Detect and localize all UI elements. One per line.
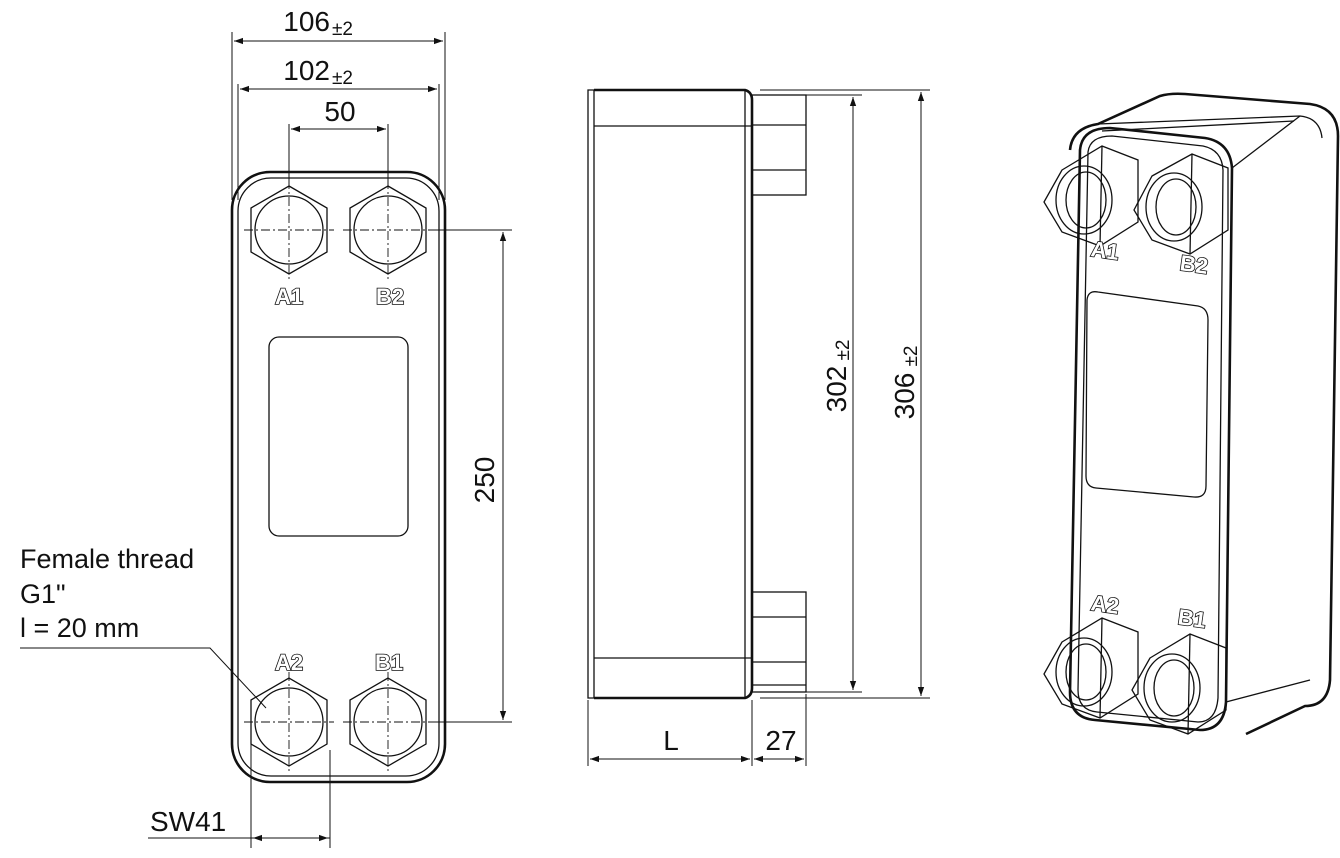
isometric-view: A1 B2 A2 B1 [1043, 92, 1340, 736]
plate-outline-inner [237, 177, 440, 777]
port-a1 [244, 180, 334, 280]
width-inner-value: 102 [283, 55, 330, 86]
connection-length-value: 27 [765, 725, 796, 756]
dimension-length: L 27 [587, 694, 807, 766]
note-line-3: l = 20 mm [20, 613, 139, 643]
thread-note: Female thread G1" l = 20 mm [20, 544, 267, 709]
height-inner-tolerance: ±2 [833, 340, 854, 361]
port-spacing-v-value: 250 [469, 457, 500, 504]
label-plate [268, 336, 409, 537]
length-label: L [663, 725, 679, 756]
port-a2 [244, 672, 334, 772]
iso-port-a1 [1043, 145, 1139, 247]
height-outer-tolerance: ±2 [901, 346, 922, 367]
iso-port-b2 [1133, 153, 1229, 255]
dimension-port-spacing-v: 250 [432, 229, 512, 723]
port-b2 [343, 180, 433, 280]
iso-port-a2 [1043, 617, 1139, 719]
iso-label-a2: A2 [1089, 590, 1120, 619]
port-label-b2: B2 [376, 284, 404, 309]
port-spacing-h-value: 50 [324, 96, 355, 127]
dimension-width-inner: 102 ±2 [237, 55, 440, 200]
width-outer-tolerance: ±2 [332, 19, 353, 40]
port-label-b1: B1 [375, 650, 403, 675]
iso-label-b1: B1 [1176, 604, 1207, 633]
dimension-width-outer: 106 ±2 [231, 6, 446, 200]
iso-label-a1: A1 [1089, 236, 1120, 265]
width-outer-value: 106 [283, 6, 330, 37]
width-inner-tolerance: ±2 [332, 68, 353, 89]
dimension-port-spacing-h: 50 [288, 96, 389, 186]
front-view: A1 B2 A2 B1 106 ±2 102 ±2 50 [20, 6, 512, 848]
iso-port-b1 [1131, 633, 1227, 735]
note-line-2: G1" [20, 579, 66, 609]
side-connection-bottom [751, 591, 807, 693]
side-connection-top [751, 94, 807, 196]
iso-label-plate [1085, 291, 1209, 498]
port-b1 [343, 672, 433, 772]
wrench-size-label: SW41 [150, 806, 226, 837]
height-inner-value: 302 [821, 366, 852, 413]
iso-label-b2: B2 [1178, 250, 1209, 279]
height-outer-value: 306 [889, 373, 920, 420]
port-label-a1: A1 [275, 284, 303, 309]
port-label-a2: A2 [275, 650, 303, 675]
side-view: L 27 302 ±2 306 ±2 [587, 88, 930, 766]
dimension-wrench-size: SW41 [148, 744, 331, 848]
plate-outline-outer [230, 170, 447, 784]
dimension-height-outer: 306 ±2 [760, 89, 930, 699]
dimension-height-inner: 302 ±2 [806, 94, 862, 693]
note-line-1: Female thread [20, 544, 194, 574]
